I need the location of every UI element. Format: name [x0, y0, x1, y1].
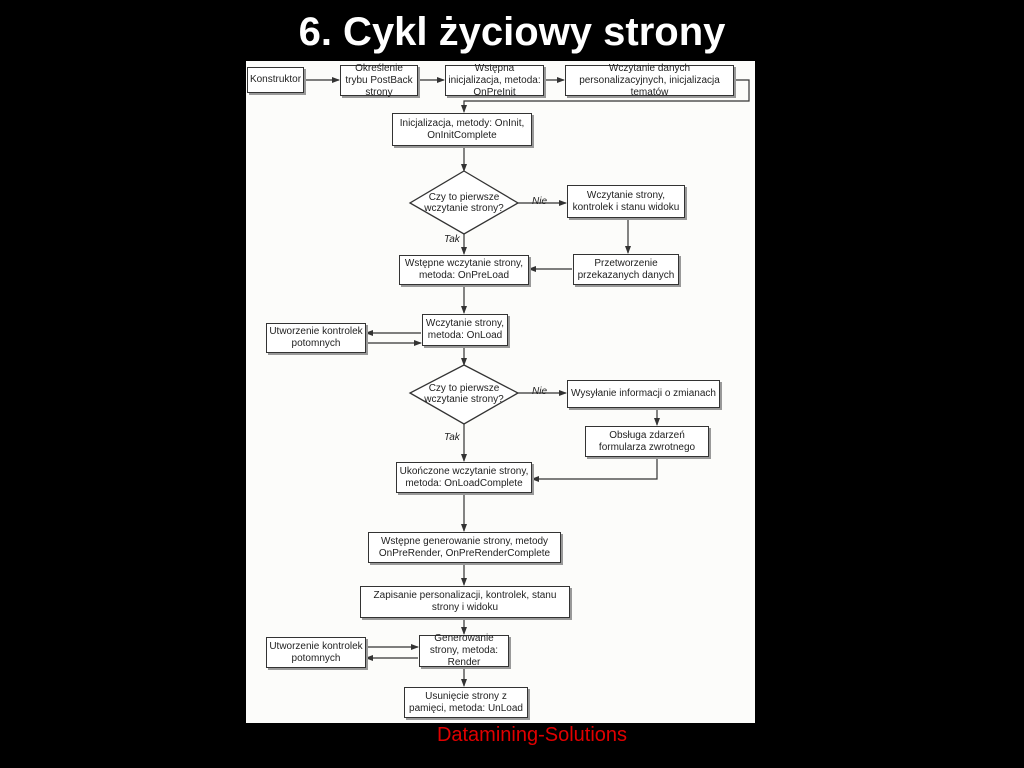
flowchart-diagram: Konstruktor Określenie trybu PostBack st…: [246, 61, 755, 723]
label-nie-2: Nie: [532, 386, 548, 397]
decision-diamond-1: [408, 170, 520, 235]
node-onprerender: Wstępne generowanie strony, metody OnPre…: [368, 532, 561, 563]
node-wczytanie-personalizacji: Wczytanie danych personalizacyjnych, ini…: [565, 63, 734, 98]
node-okreslenie-trybu: Określenie trybu PostBack strony: [340, 63, 418, 98]
node-utworzenie-kontrolek-2: Utworzenie kontrolek potomnych: [266, 637, 366, 668]
label-nie-1: Nie: [532, 196, 548, 207]
node-przetworzenie: Przetworzenie przekazanych danych: [573, 254, 679, 285]
label-tak-1: Tak: [444, 234, 460, 245]
node-obsluga-zdarzen: Obsługa zdarzeń formularza zwrotnego: [585, 426, 709, 457]
label-tak-2: Tak: [444, 432, 460, 443]
node-onload: Wczytanie strony, metoda: OnLoad: [422, 314, 508, 346]
node-wstepna-inicjalizacja: Wstępna inicjalizacja, metoda: OnPreInit: [445, 63, 544, 98]
node-wysylanie-informacji: Wysyłanie informacji o zmianach: [567, 380, 720, 408]
node-utworzenie-kontrolek-1: Utworzenie kontrolek potomnych: [266, 323, 366, 353]
node-onloadcomplete: Ukończone wczytanie strony, metoda: OnLo…: [396, 462, 532, 493]
decision-2-text: Czy to pierwsze wczytanie strony?: [424, 383, 504, 405]
flowchart-connectors: [304, 77, 750, 687]
node-render: Generowanie strony, metoda: Render: [419, 633, 509, 668]
node-onpreload: Wstępne wczytanie strony, metoda: OnPreL…: [399, 255, 529, 285]
node-konstruktor: Konstruktor: [247, 67, 304, 93]
node-inicjalizacja: Inicjalizacja, metody: OnInit, OnInitCom…: [392, 113, 532, 146]
node-unload: Usunięcie strony z pamięci, metoda: UnLo…: [404, 687, 528, 718]
node-wczytanie-kontrolek: Wczytanie strony, kontrolek i stanu wido…: [567, 185, 685, 218]
footer-credit: Datamining-Solutions: [436, 724, 628, 746]
node-zapisanie: Zapisanie personalizacji, kontrolek, sta…: [360, 586, 570, 618]
decision-1-text: Czy to pierwsze wczytanie strony?: [424, 192, 504, 214]
slide-title: 6. Cykl życiowy strony: [298, 10, 726, 54]
decision-diamond-2: [408, 364, 520, 425]
